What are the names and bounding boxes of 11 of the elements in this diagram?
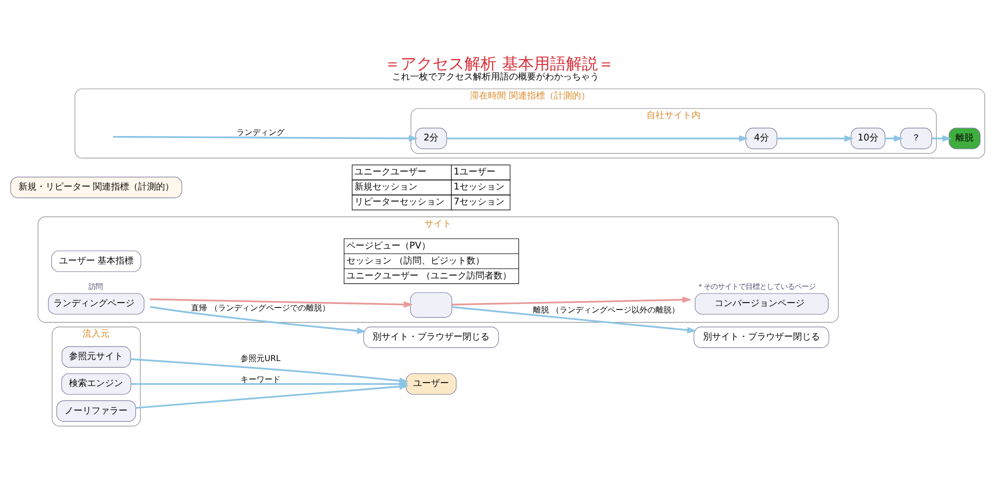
diagram-title: ＝アクセス解析 基本用語解説＝ [384,54,614,73]
label: 7セッション [454,196,504,208]
label: リピーターセッション [354,196,444,208]
label: セッション （訪問、ビジット数） [346,255,484,266]
label: 1セッション [454,182,504,193]
caption: これ一枚でアクセス解析用語の概要がわかっちゃう [392,72,600,83]
label: ユニークユーザー [354,166,426,178]
label: ユニークユーザー （ユニーク訪問者数） [346,270,512,282]
label: 新規セッション [354,182,418,193]
label: 1ユーザー [454,166,496,178]
label: ページビュー（PV） [346,240,430,252]
